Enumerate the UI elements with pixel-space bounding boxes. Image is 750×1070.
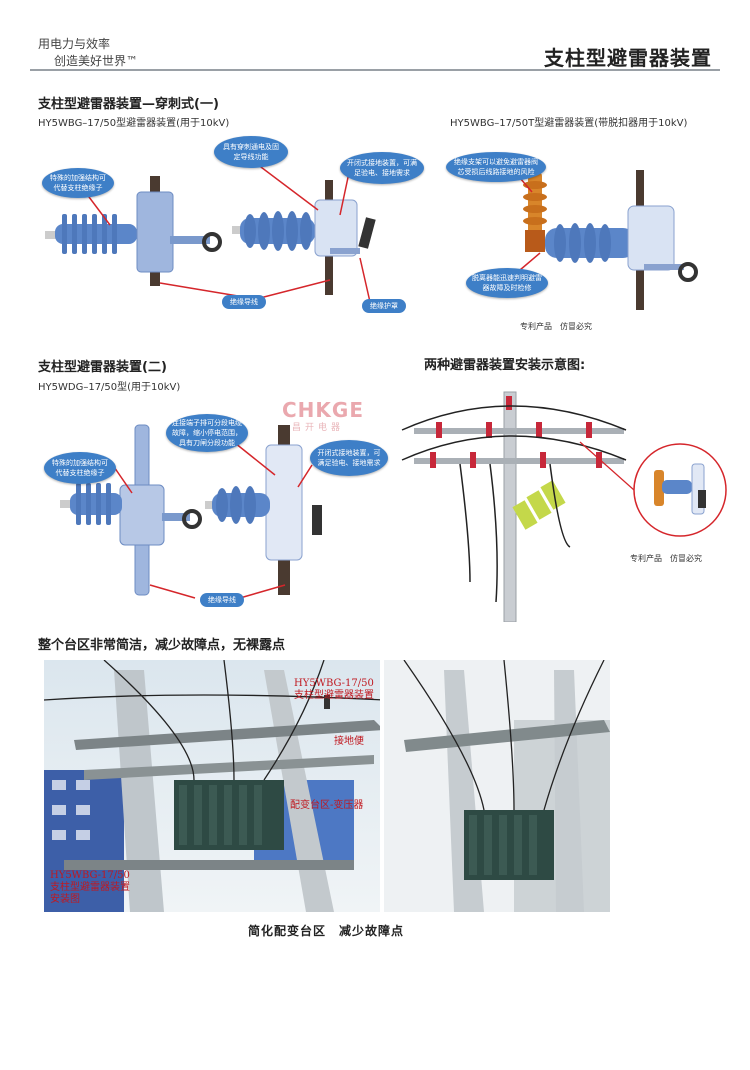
substation-photo: HY5WBG-17/50 支柱型避雷器装置 接地便 配变台区-变压器 HY5WB… [44, 660, 610, 912]
callout-pierce-function: 具有穿刺通电及固定导线功能 [214, 136, 288, 168]
section3-heading: 两种避雷器装置安装示意图: [424, 358, 586, 373]
photo-label-installation-name: 支柱型避雷器装置 [50, 882, 130, 893]
section1-product-illustration [45, 154, 698, 310]
section1-model-left: HY5WBG–17/50型避雷器装置(用于10kV) [38, 118, 230, 129]
installation-diagram [401, 391, 727, 622]
callout-insulated-bracket: 绝缘支架可以避免避雷器阀芯受损后线路接地的风险 [446, 152, 546, 182]
photo-label-installation: HY5WBG-17/50 支柱型避雷器装置 安装图 [50, 870, 130, 906]
callout-reinforced-structure: 特殊的加强结构可代替支柱绝缘子 [42, 168, 114, 198]
callout-disconnector: 脱离器能迅速判明避雷器故障及时检修 [466, 268, 548, 298]
section1-heading: 支柱型避雷器装置—穿刺式(一) [38, 97, 219, 112]
section4-heading: 整个台区非常简洁，减少故障点，无裸露点 [38, 638, 286, 653]
slogan-line-2: 创造美好世界™ [54, 54, 139, 68]
callout-grounding-device-2: 开闭式接地装置，可满足验电、接地需求 [310, 440, 388, 476]
watermark-logo: CHKGE [282, 398, 364, 422]
photo-label-device: HY5WBG-17/50 支柱型避雷器装置 [294, 678, 374, 702]
photo-caption: 简化配变台区 减少故障点 [248, 924, 405, 938]
photo-label-device-model: HY5WBG-17/50 [294, 678, 374, 689]
header-divider [30, 69, 720, 71]
photo-label-device-name: 支柱型避雷器装置 [294, 690, 374, 701]
section2-heading: 支柱型避雷器装置(二) [38, 360, 167, 375]
arrester-b-illustration [232, 180, 376, 295]
section2-product-illustration [60, 424, 322, 599]
photo-label-installation-suffix: 安装图 [50, 894, 80, 905]
company-slogan: 用电力与效率 创造美好世界™ [38, 36, 138, 70]
photo-label-transformer: 配变台区-变压器 [290, 800, 364, 811]
callout-reinforced-structure-2: 特殊的加强结构可代替支柱绝缘子 [44, 452, 116, 484]
section3-patent-note: 专利产品 仿冒必究 [630, 554, 702, 563]
section2-model: HY5WDG–17/50型(用于10kV) [38, 382, 181, 393]
arrester-a-illustration [45, 176, 222, 286]
substation-photo-illustration [44, 660, 610, 912]
arrester-c-illustration [523, 170, 698, 310]
page-title: 支柱型避雷器装置 [544, 46, 712, 70]
callout-terminal-block: 连接端子排可分段电缆故障，缩小停电范围，具有刀闸分段功能 [166, 414, 248, 452]
section1-patent-note: 专利产品 仿冒必究 [520, 322, 592, 331]
arrester-d-illustration [60, 424, 202, 596]
slogan-line-1: 用电力与效率 [38, 37, 111, 51]
photo-label-ground: 接地便 [334, 736, 364, 747]
callout-insulated-wire: 绝缘导线 [222, 295, 266, 309]
callout-grounding-device: 开闭式接地装置，可满足验电、接地需求 [340, 152, 424, 184]
arrester-e-illustration [205, 425, 322, 595]
section1-model-right: HY5WBG–17/50T型避雷器装置(带脱扣器用于10kV) [450, 118, 688, 129]
photo-label-installation-model: HY5WBG-17/50 [50, 870, 130, 881]
watermark-sub: 昌开电器 [292, 423, 345, 433]
callout-insulated-wire-2: 绝缘导线 [200, 593, 244, 607]
callout-insulation-cover: 绝缘护罩 [362, 299, 406, 313]
